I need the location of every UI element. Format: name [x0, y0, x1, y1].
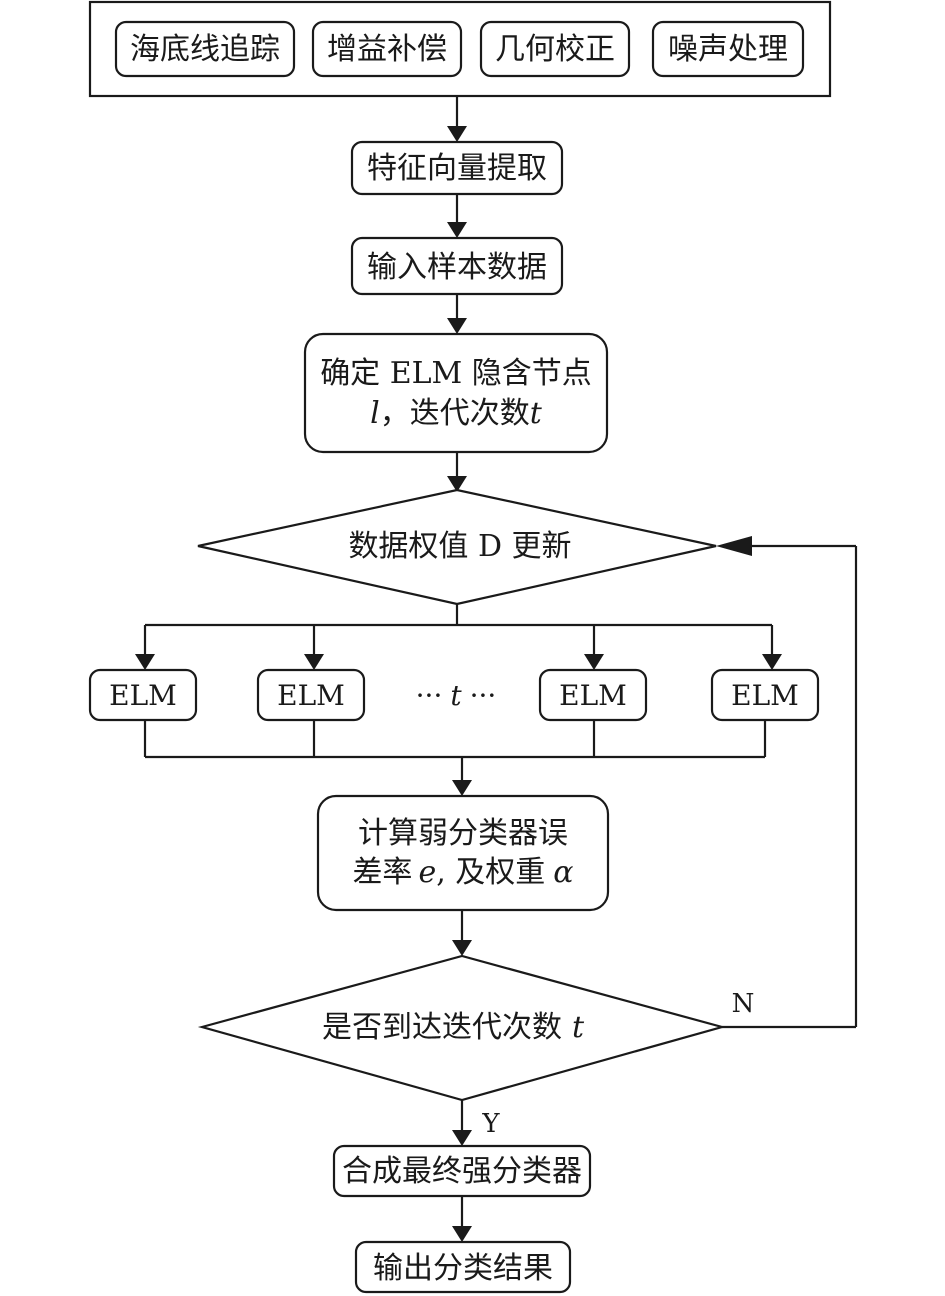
determine-elm-line2: l，迭代次数t: [370, 396, 543, 431]
arrow-head: [447, 222, 467, 238]
arrow-head: [452, 940, 472, 956]
calc-error-line1: 计算弱分类器误: [358, 816, 568, 851]
preprocess-item-noise-processing: [651, 20, 805, 78]
arrow-head: [304, 654, 324, 670]
branch-label-yes: Y: [481, 1109, 500, 1139]
arrow-head: [135, 654, 155, 670]
branch-label-no: N: [732, 989, 755, 1019]
elm-box-1: [88, 668, 198, 722]
arrow-head: [447, 476, 467, 492]
preprocess-item-seabed-tracking: [114, 20, 296, 78]
preprocess-item-geometric-correction: [479, 20, 631, 78]
arrow-head: [716, 536, 752, 556]
preprocess-item-gain-compensation: [311, 20, 463, 78]
determine-elm-box: [303, 332, 609, 454]
output-box: [354, 1240, 572, 1294]
arrow-head: [447, 318, 467, 334]
combine-label: 合成最终强分类器: [342, 1154, 582, 1189]
weight-update-label: 数据权值 D 更新: [348, 529, 571, 564]
feature-extraction-label: 特征向量提取: [367, 151, 547, 186]
elm-label-1: ELM: [109, 679, 177, 712]
determine-elm-line1: 确定 ELM 隐含节点: [320, 356, 592, 391]
elm-label-3: ELM: [559, 679, 627, 712]
elm-box-2: [256, 668, 366, 722]
preprocess-item-noise-processing-label: 噪声处理: [668, 32, 788, 67]
arrow-head: [452, 1226, 472, 1242]
arrow-head: [452, 1130, 472, 1146]
output-label: 输出分类结果: [373, 1251, 553, 1286]
elm-label-2: ELM: [277, 679, 345, 712]
preprocess-item-gain-compensation-label: 增益补偿: [327, 32, 447, 67]
elm-label-4: ELM: [731, 679, 799, 712]
arrow-head: [447, 126, 467, 142]
elm-ellipsis: ···t···: [416, 679, 497, 712]
arrow-head: [452, 780, 472, 796]
input-samples-label: 输入样本数据: [367, 250, 547, 285]
arrow-head: [584, 654, 604, 670]
calc-error-box: [316, 794, 610, 912]
arrow-head: [762, 654, 782, 670]
preprocess-item-seabed-tracking-label: 海底线追踪: [130, 32, 280, 67]
preprocess-item-geometric-correction-label: 几何校正: [495, 32, 615, 67]
